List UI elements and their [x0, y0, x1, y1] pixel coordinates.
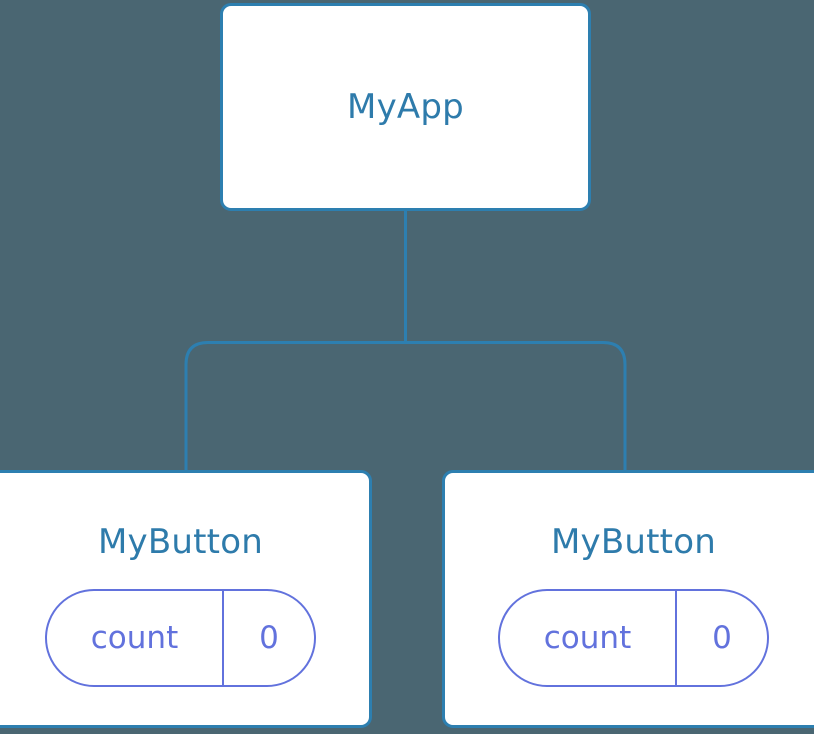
node-myapp-label: MyApp [347, 87, 464, 127]
node-myapp[interactable]: MyApp [220, 3, 591, 211]
node-mybutton-1[interactable]: MyButton count 0 [442, 470, 814, 728]
state-pill-1[interactable]: count 0 [498, 589, 769, 687]
state-pill-0-value: 0 [222, 591, 314, 685]
node-mybutton-0-label: MyButton [98, 522, 263, 562]
node-mybutton-1-label: MyButton [551, 522, 716, 562]
edge-to-child-1 [405, 341, 627, 470]
state-pill-0[interactable]: count 0 [45, 589, 316, 687]
node-mybutton-1-body: MyButton count 0 [445, 473, 814, 687]
edge-to-child-0 [184, 341, 406, 470]
node-mybutton-0-body: MyButton count 0 [0, 473, 369, 687]
state-pill-1-key: count [543, 619, 632, 656]
state-pill-1-value: 0 [675, 591, 767, 685]
state-pill-0-key: count [90, 619, 179, 656]
node-mybutton-0[interactable]: MyButton count 0 [0, 470, 372, 728]
